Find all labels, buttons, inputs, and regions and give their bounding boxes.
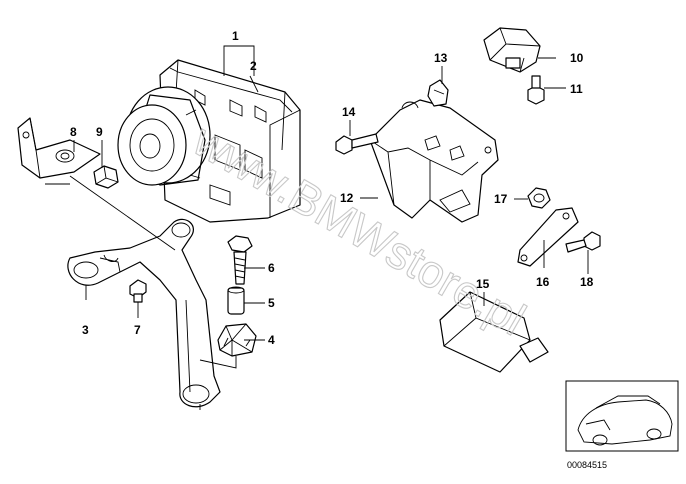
callout-10: 10 (570, 51, 584, 65)
spring-clip[interactable] (427, 79, 449, 107)
callout-1: 1 (232, 29, 239, 43)
callout-7: 7 (134, 323, 141, 337)
plate-bolt[interactable] (565, 231, 601, 253)
yaw-rate-sensor[interactable] (483, 27, 541, 73)
vehicle-location-thumbnail (565, 380, 679, 452)
callout-8: 8 (70, 125, 77, 139)
callout-13: 13 (434, 51, 448, 65)
callout-9: 9 (96, 125, 103, 139)
callout-11: 11 (570, 82, 583, 96)
leader-lines (45, 45, 589, 410)
callout-3: 3 (82, 323, 89, 337)
flange-nut[interactable] (527, 187, 551, 209)
callout-16: 16 (536, 275, 550, 289)
rubber-mount[interactable] (217, 323, 257, 357)
callout-14: 14 (342, 105, 356, 119)
callout-numbers: 1 2 3 4 5 6 7 8 9 10 11 12 13 14 15 16 1… (70, 29, 594, 347)
callout-6: 6 (268, 261, 275, 275)
control-module[interactable] (439, 291, 549, 373)
callout-17: 17 (494, 192, 508, 206)
hex-bolt[interactable] (227, 235, 253, 285)
abs-hydraulic-unit[interactable] (117, 59, 301, 223)
callout-5: 5 (268, 296, 275, 310)
abs-unit-mounting-bracket[interactable] (67, 218, 221, 408)
hex-nut[interactable] (93, 165, 119, 189)
abs-holder-bracket[interactable] (17, 117, 101, 179)
callout-4: 4 (268, 333, 275, 347)
spacer-sleeve[interactable] (227, 286, 245, 315)
mounting-plate[interactable] (517, 207, 579, 267)
control-unit-bracket[interactable] (369, 99, 499, 223)
sensor-screw[interactable] (527, 75, 545, 105)
callout-2: 2 (250, 59, 257, 73)
small-bolt[interactable] (129, 279, 147, 303)
callout-15: 15 (476, 277, 490, 291)
callout-12: 12 (340, 191, 354, 205)
diagram-reference-number: 00084515 (567, 460, 607, 470)
bracket-bolt[interactable] (335, 133, 379, 155)
callout-18: 18 (580, 275, 594, 289)
